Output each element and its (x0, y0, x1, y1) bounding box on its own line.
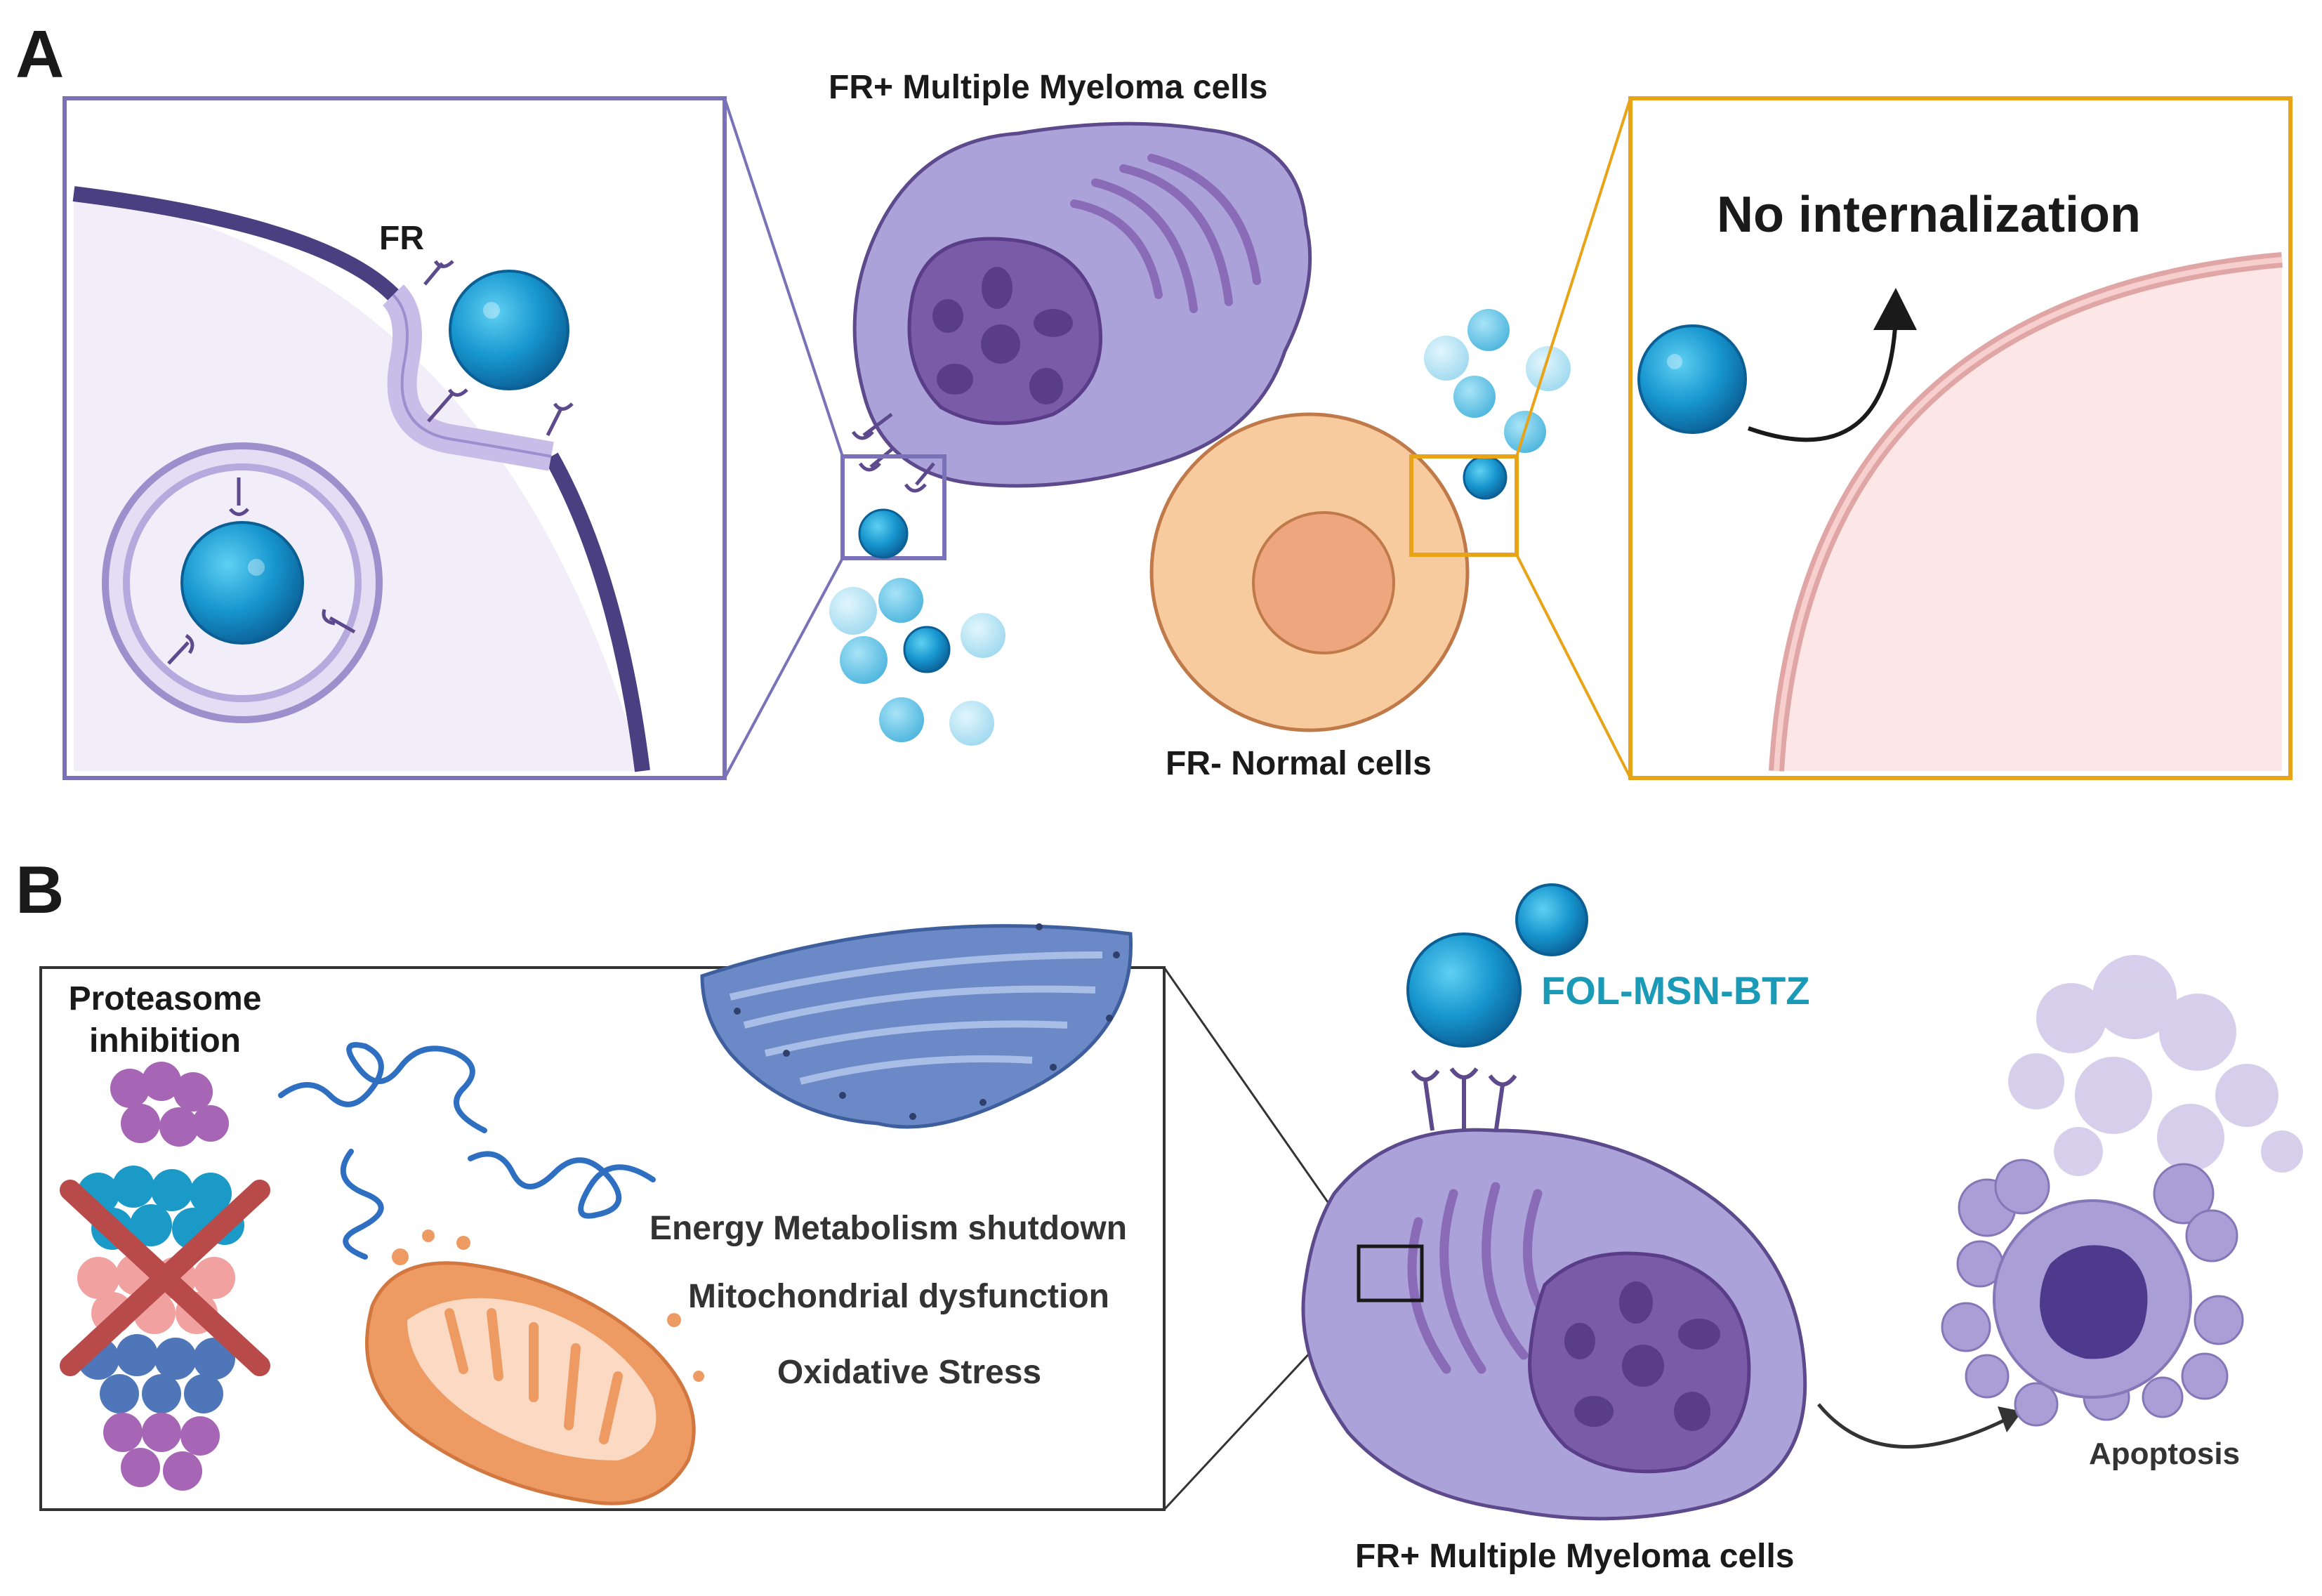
invagination-edge (392, 294, 552, 458)
myeloma-title-b: FR+ Multiple Myeloma cells (1355, 1538, 1795, 1575)
golgi-b (1407, 1182, 1564, 1374)
nanoparticle-cluster-a (829, 578, 1005, 746)
rejection-arrow-head (1873, 288, 1917, 330)
normal-connector-top (1515, 98, 1632, 457)
receptors-b (1411, 1067, 1517, 1135)
normal-zoom-indicator (1409, 454, 1519, 557)
golgi-a (1070, 154, 1261, 313)
nanoparticle-small (1515, 883, 1588, 956)
myeloma-cell-b (1301, 1128, 1807, 1521)
nanoparticle-binding (449, 270, 569, 390)
inhibition-cross-icon (60, 1180, 270, 1376)
nanoparticle-internalized (180, 521, 304, 645)
nucleus-chromatin-b (1564, 1281, 1720, 1431)
nanoparticle-at-receptor (858, 508, 909, 559)
mechanism-panel: Proteasome inhibition (39, 923, 1166, 1511)
cell-membrane (72, 186, 399, 301)
effect-oxidative: Oxidative Stress (777, 1354, 1041, 1391)
myeloma-zoom-panel: FR (62, 96, 727, 780)
no-internalization-label: No internalization (1717, 187, 2141, 243)
folate-receptor-icon (423, 260, 574, 437)
normal-connector-bottom (1515, 554, 1632, 779)
nucleus-chromatin-a (932, 267, 1073, 404)
misfolded-protein-icon (278, 1042, 656, 1260)
nanoparticle-large (1406, 932, 1522, 1048)
apoptosis-label: Apoptosis (2089, 1437, 2240, 1471)
normal-cell (1149, 412, 1470, 732)
myeloma-cell-a (852, 121, 1312, 488)
fol-msn-btz-label: FOL-MSN-BTZ (1541, 968, 1810, 1013)
mechanism-connector-top (1163, 967, 1360, 1247)
endoplasmic-reticulum-icon (700, 923, 1133, 1129)
effect-mitochondrial: Mitochondrial dysfunction (688, 1278, 1109, 1315)
myeloma-b-zoom-indicator (1357, 1244, 1424, 1302)
myeloma-zoom-indicator (840, 454, 946, 560)
proteasome-label-line1: Proteasome (69, 980, 262, 1017)
apoptosis-arrow (1817, 1403, 2010, 1449)
normal-cell-nucleus (1252, 511, 1395, 654)
panel-b-letter: B (15, 852, 64, 928)
normal-cell-interior (1776, 260, 2282, 771)
nanoparticle-cluster-normal (1424, 309, 1571, 500)
normal-title: FR- Normal cells (1166, 745, 1432, 782)
rejection-arrow (1748, 315, 1898, 442)
cell-membrane-lower (544, 452, 650, 772)
effect-energy: Energy Metabolism shutdown (649, 1210, 1127, 1247)
proteasome-label-line2: inhibition (89, 1022, 241, 1060)
fr-label: FR (379, 220, 424, 257)
apoptotic-cell-icon (1941, 955, 2303, 1427)
mitochondrion-icon (365, 1229, 704, 1505)
myeloma-title-a: FR+ Multiple Myeloma cells (829, 69, 1268, 106)
endosome-receptor-icon (167, 477, 356, 665)
nanoparticle-rejected (1637, 324, 1747, 434)
normal-zoom-panel: No internalization (1628, 96, 2293, 780)
panel-a-letter: A (15, 17, 64, 92)
zoom-connector-top (723, 98, 844, 457)
zoom-connector-bottom (723, 558, 844, 779)
